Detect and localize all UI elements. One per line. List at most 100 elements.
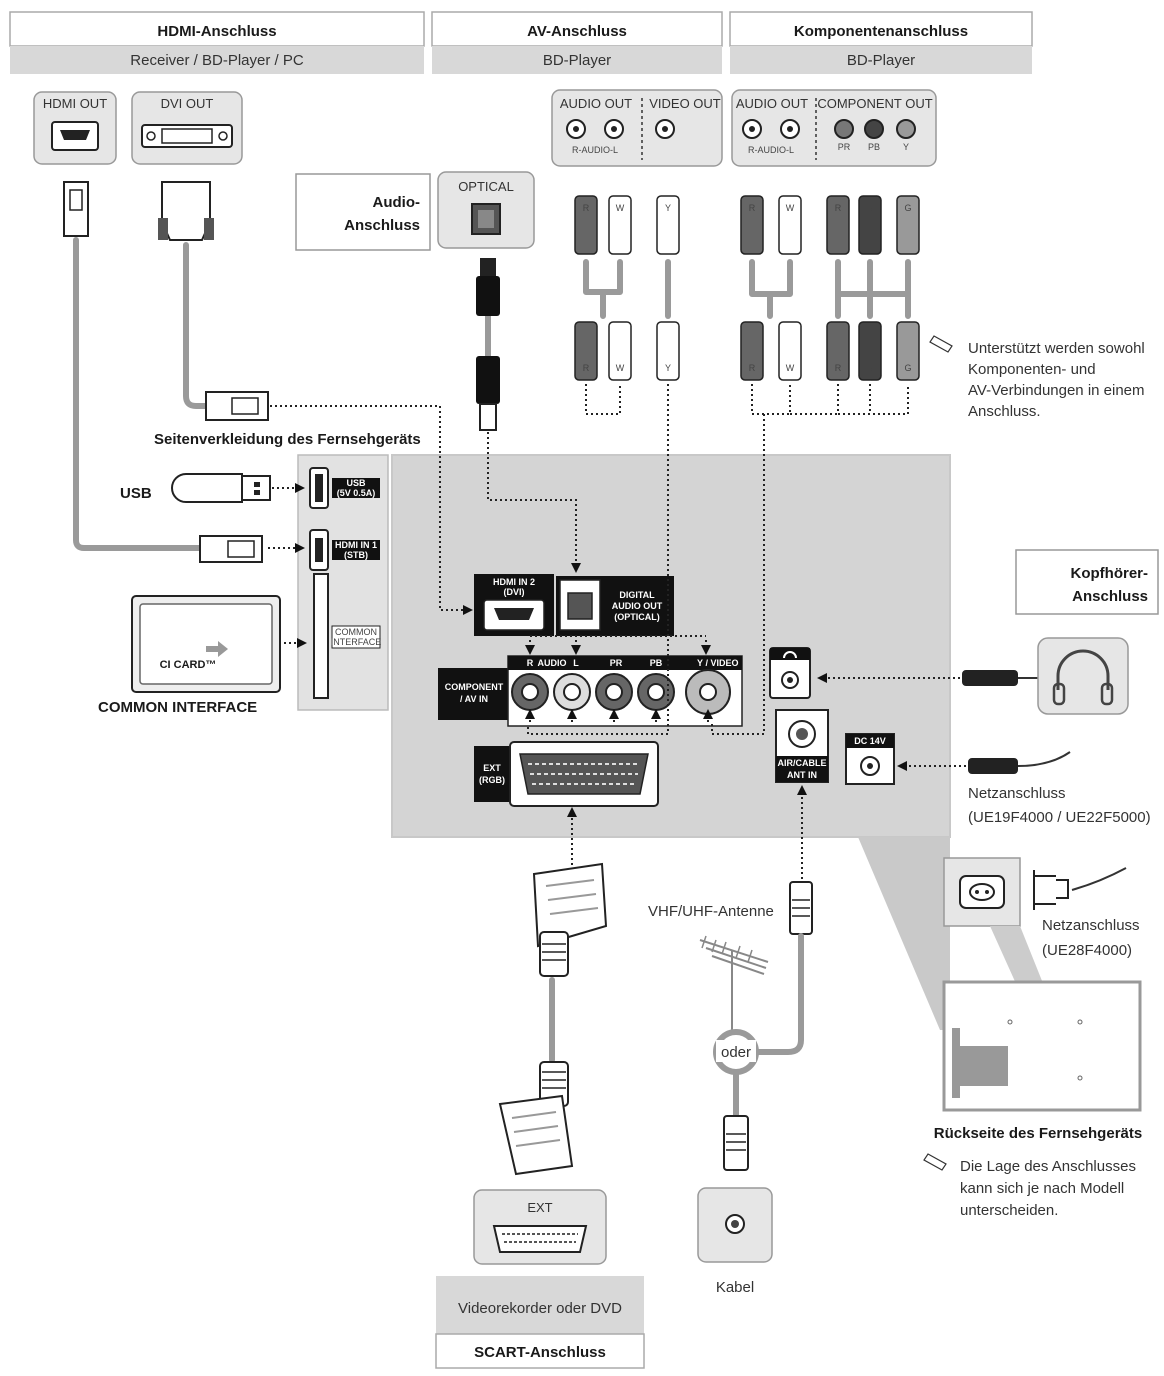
comp-pb-label: PB <box>868 142 880 152</box>
comp-audio-out-label: AUDIO OUT <box>736 96 808 111</box>
audio-anschluss-box: Audio- Anschluss <box>295 173 431 251</box>
pencil-icon <box>929 335 953 353</box>
component-out-panel: AUDIO OUT COMPONENT OUT R-AUDIO-L PR PB … <box>731 89 937 167</box>
header-hdmi: HDMI-Anschluss Receiver / BD-Player / PC <box>9 11 425 74</box>
tv-digital-label3: (OPTICAL) <box>614 612 660 622</box>
dvi-cable <box>158 181 269 421</box>
tv-rear-panel: HDMI IN 2 (DVI) DIGITAL AUDIO OUT (OPTIC… <box>391 454 951 1030</box>
location-note-line3: unterscheiden. <box>960 1202 1058 1219</box>
av-plug-y-bottom: Y <box>665 363 671 373</box>
tv-audio-label: AUDIO <box>538 658 567 668</box>
kopfhoerer-line2: Anschluss <box>1072 588 1148 605</box>
tv-video-label: / VIDEO <box>705 658 738 668</box>
comp-r-audio-l-label: R-AUDIO-L <box>748 145 794 155</box>
ext-label: EXT <box>527 1200 552 1215</box>
tv-component-label1: COMPONENT <box>445 682 504 692</box>
kopfhoerer-box: Kopfhörer- Anschluss <box>1015 549 1159 615</box>
hdmi-out-label: HDMI OUT <box>43 96 107 111</box>
tv-ci-label2: INTERFACE <box>331 637 382 647</box>
netz1-line2: (UE19F4000 / UE22F5000) <box>968 809 1151 826</box>
comp-pr-label: PR <box>838 142 851 152</box>
av-plug-w-bottom: W <box>616 363 625 373</box>
location-note-line2: kann sich je nach Modell <box>960 1180 1124 1197</box>
audio-anschluss-line1: Audio- <box>373 194 420 211</box>
tv-usb-label1: USB <box>346 478 366 488</box>
netz1-line1: Netzanschluss <box>968 785 1066 802</box>
header-av: AV-Anschluss BD-Player <box>431 11 723 74</box>
tv-rear-view: Rückseite des Fernsehgeräts <box>934 926 1142 1142</box>
kabel-label: Kabel <box>716 1279 754 1296</box>
tv-jack-r-label: R <box>527 658 534 668</box>
netz2-line1: Netzanschluss <box>1042 917 1140 934</box>
optical-cable <box>476 258 500 431</box>
common-interface-label: COMMON INTERFACE <box>98 699 257 716</box>
component-note-line1: Unterstützt werden sowohl <box>968 340 1145 357</box>
comp-y-label: Y <box>903 142 909 152</box>
comp-plug-g-bottom: G <box>904 363 911 373</box>
comp-plug-r2-top: R <box>835 203 842 213</box>
tv-component-label2: / AV IN <box>460 694 488 704</box>
header-av-subtitle: BD-Player <box>543 52 611 69</box>
av-out-panel: AUDIO OUT VIDEO OUT R-AUDIO-L <box>551 89 723 167</box>
comp-plug-b-top: B <box>867 203 873 213</box>
tv-jack-pr-label: PR <box>610 658 623 668</box>
comp-plug-r-top: R <box>749 203 756 213</box>
oder-label: oder <box>721 1044 751 1061</box>
component-note-line4: Anschluss. <box>968 403 1041 420</box>
power-plug-dc: Netzanschluss (UE19F4000 / UE22F5000) <box>968 751 1151 826</box>
scart-cable <box>498 862 608 1176</box>
comp-plug-r-bottom: R <box>749 363 756 373</box>
ext-device-port: EXT <box>473 1189 607 1265</box>
tv-dc-label: DC 14V <box>854 736 886 746</box>
header-component-title: Komponentenanschluss <box>794 23 968 40</box>
tv-hdmi2-label2: (DVI) <box>504 587 525 597</box>
headphones-icon <box>1056 649 1110 690</box>
comp-plug-b-bottom: B <box>867 363 873 373</box>
headphones <box>962 637 1129 715</box>
netz2-line2: (UE28F4000) <box>1042 942 1132 959</box>
tv-side-panel: USB (5V 0.5A) HDMI IN 1 (STB) COMMON INT… <box>297 454 389 711</box>
ci-card: CI CARD™ <box>131 595 281 693</box>
header-av-title: AV-Anschluss <box>527 23 627 40</box>
dvi-out-label: DVI OUT <box>161 96 214 111</box>
component-note-line3: AV-Verbindungen in einem <box>968 382 1145 399</box>
tv-jack-pb-label: PB <box>650 658 663 668</box>
av-plug-r-top: R <box>583 203 590 213</box>
header-component: Komponentenanschluss BD-Player <box>729 11 1033 74</box>
av-r-audio-l-label: R-AUDIO-L <box>572 145 618 155</box>
component-note: Unterstützt werden sowohl Komponenten- u… <box>929 335 1145 420</box>
ci-card-label: CI CARD™ <box>160 659 217 671</box>
av-audio-out-label: AUDIO OUT <box>560 96 632 111</box>
tv-jack-l-label: L <box>573 658 579 668</box>
seitenverkleidung-label: Seitenverkleidung des Fernsehgeräts <box>154 431 421 448</box>
av-plug-y-top: Y <box>665 203 671 213</box>
tv-digital-label2: AUDIO OUT <box>612 601 663 611</box>
dvi-out-port: DVI OUT <box>131 91 243 165</box>
headphone-small-icon <box>783 651 797 659</box>
scart-footer: Videorekorder oder DVD SCART-Anschluss <box>435 1276 645 1369</box>
hdmi-out-port: HDMI OUT <box>33 91 117 165</box>
comp-plug-g-top: G <box>904 203 911 213</box>
kopfhoerer-line1: Kopfhörer- <box>1071 565 1149 582</box>
optical-label: OPTICAL <box>458 179 514 194</box>
tv-hdmi2-label1: HDMI IN 2 <box>493 577 535 587</box>
power-socket-ac: Netzanschluss (UE28F4000) <box>943 857 1140 959</box>
tv-hdmi1-label1: HDMI IN 1 <box>335 540 377 550</box>
tv-ci-label1: COMMON <box>335 627 377 637</box>
tv-air-label1: AIR/CABLE <box>778 758 827 768</box>
tv-ext-label2: (RGB) <box>479 775 505 785</box>
pencil-icon <box>923 1153 947 1171</box>
tv-air-label2: ANT IN <box>787 770 817 780</box>
comp-component-out-label: COMPONENT OUT <box>817 96 932 111</box>
audio-anschluss-line2: Anschluss <box>344 217 420 234</box>
antenna-cable: VHF/UHF-Antenne oder Kabel <box>648 881 813 1296</box>
tv-jack-y-label: Y <box>697 658 703 668</box>
tv-ext-label1: EXT <box>483 763 501 773</box>
av-video-out-label: VIDEO OUT <box>649 96 721 111</box>
av-cable-plugs: R W Y R W Y <box>574 195 680 381</box>
optical-out-port: OPTICAL <box>437 171 535 249</box>
header-hdmi-title: HDMI-Anschluss <box>157 23 276 40</box>
component-cable-plugs: R W R B G R W R B G <box>740 195 920 381</box>
comp-plug-r2-bottom: R <box>835 363 842 373</box>
location-note-line1: Die Lage des Anschlusses <box>960 1158 1136 1175</box>
